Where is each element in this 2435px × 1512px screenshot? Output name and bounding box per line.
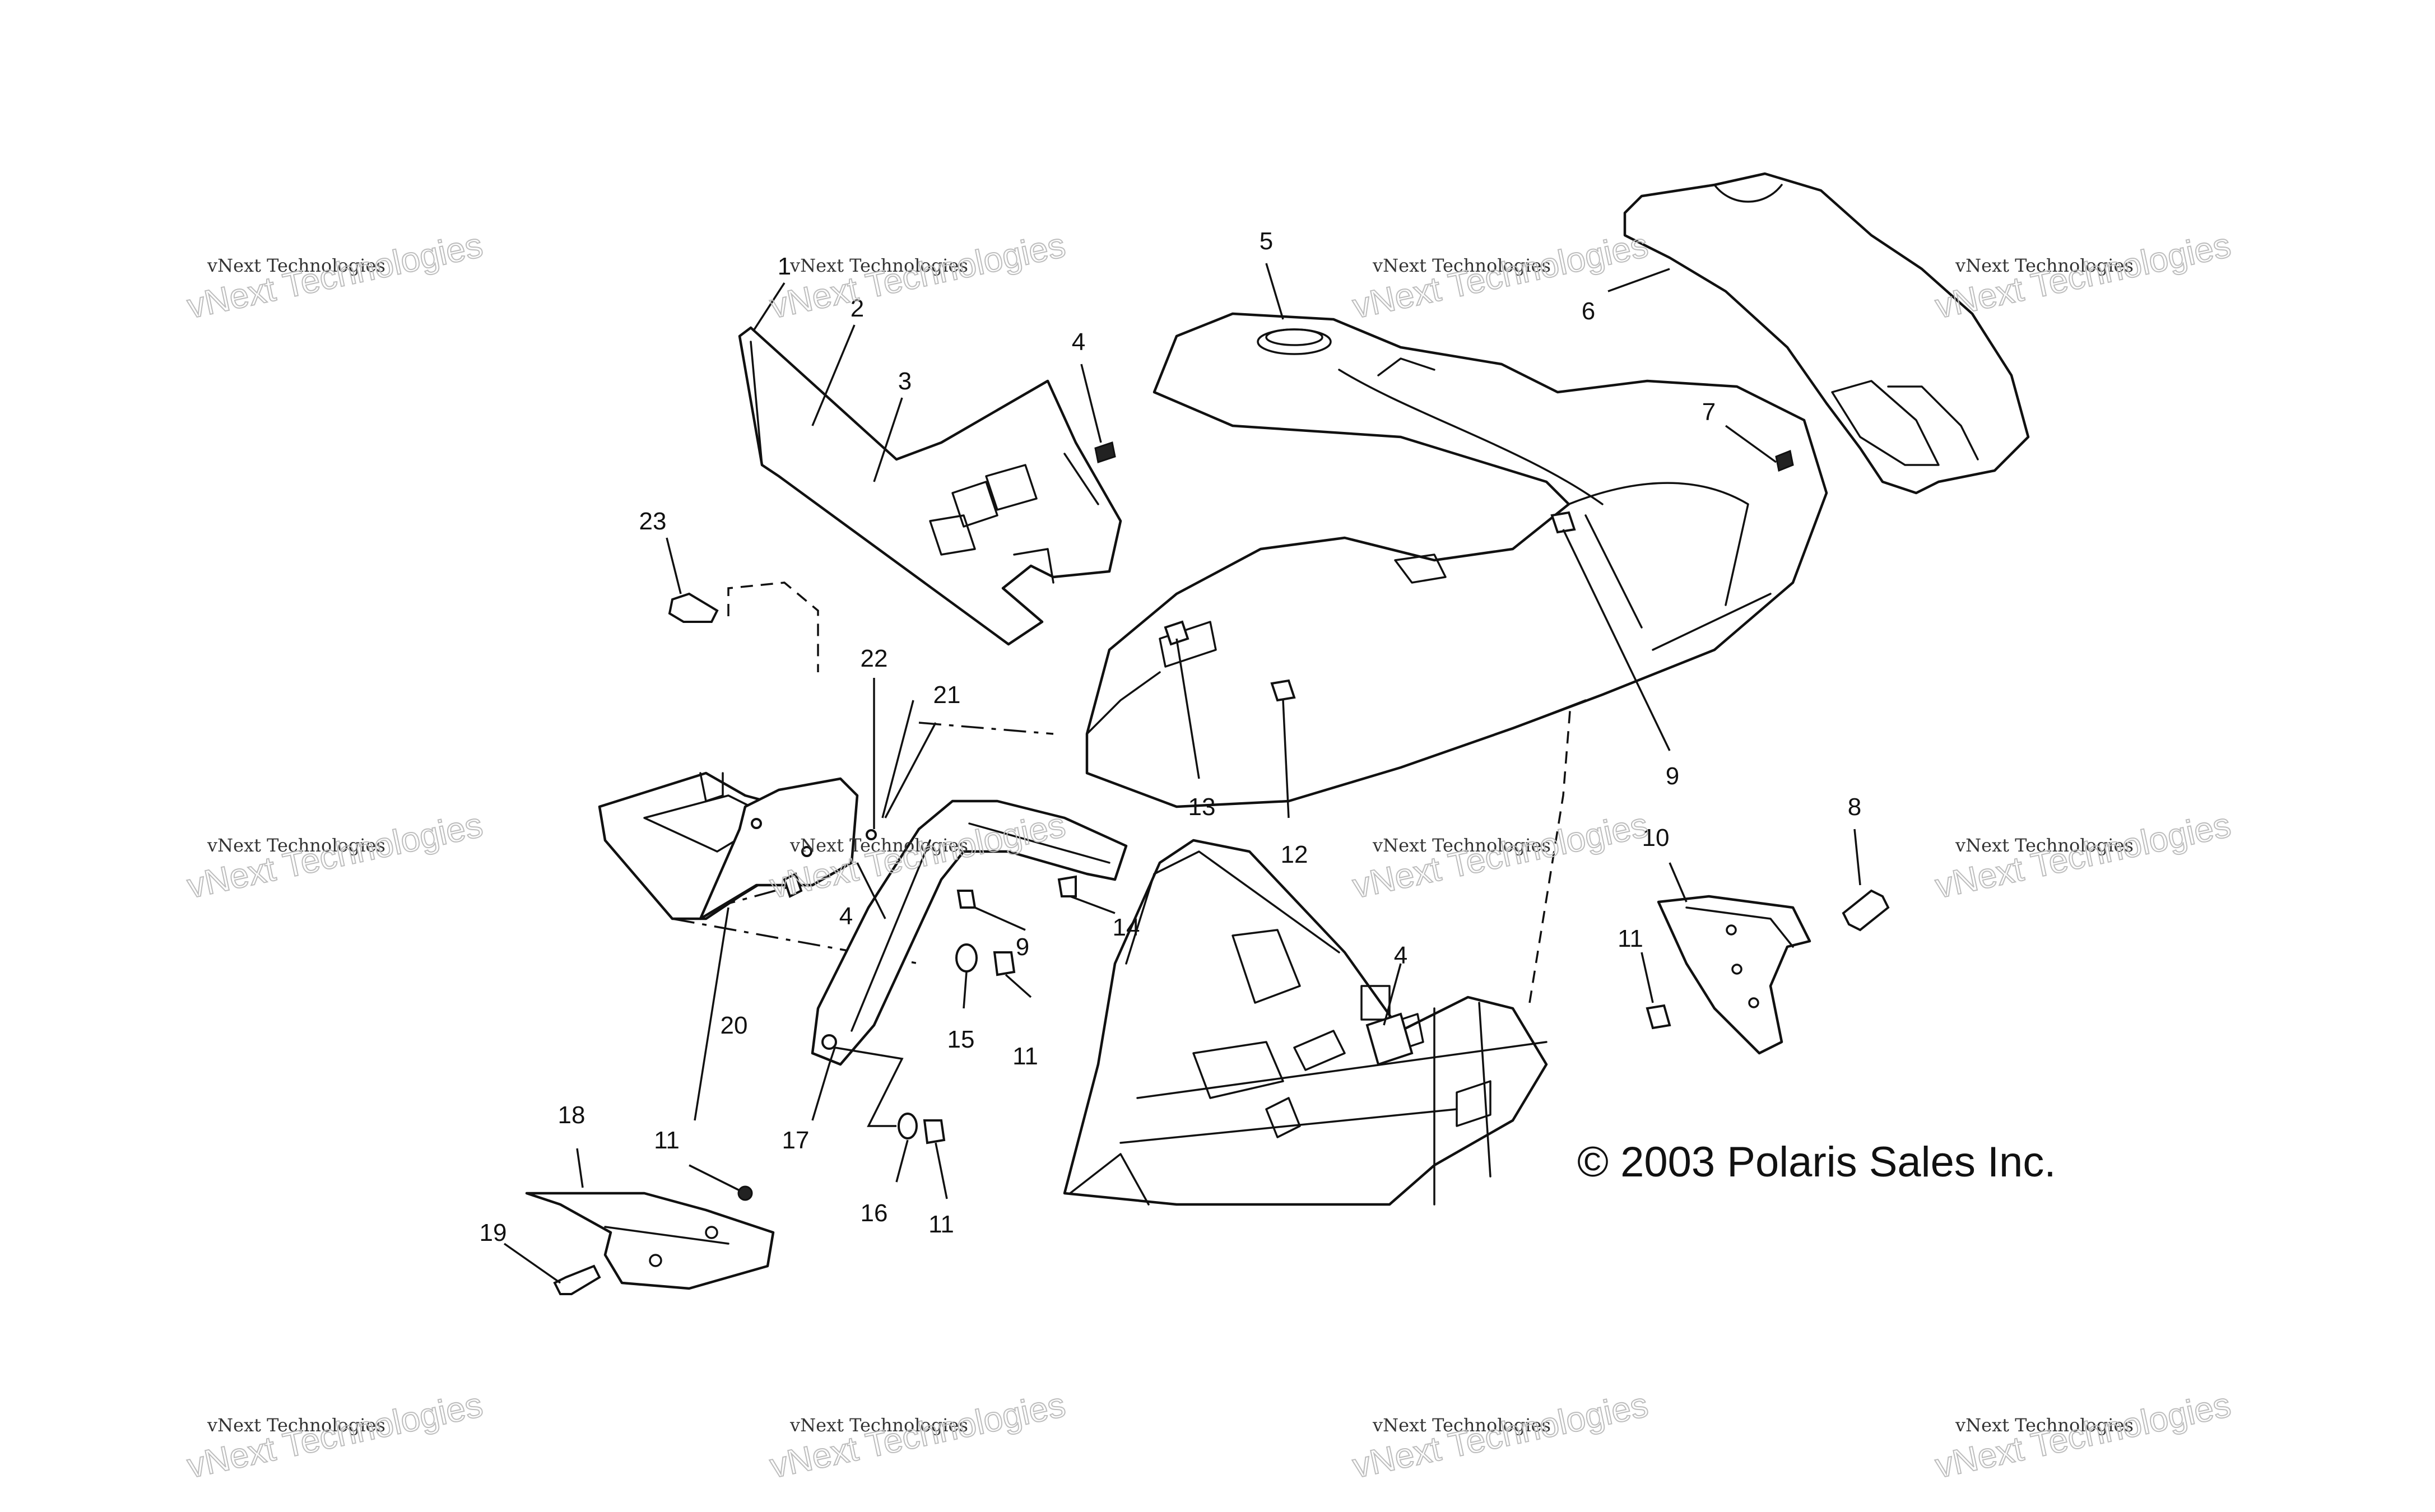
callout-16: 16: [861, 1199, 888, 1227]
part-7-clip-icon: [1775, 449, 1794, 472]
callout-7: 7: [1702, 398, 1716, 426]
watermark-9: vNext Technologies vNext Technologies: [183, 1385, 486, 1486]
callout-4-top: 4: [1072, 328, 1085, 356]
frame-assembly: [1063, 839, 1548, 1206]
callout-20: 20: [721, 1012, 748, 1039]
callout-labels: 1 2 3 4 5 6 7 8 9 10 11 12 13 14 9 15 11…: [480, 227, 1862, 1246]
callout-22: 22: [861, 645, 888, 672]
svg-text:vNext Technologies: vNext Technologies: [789, 1415, 968, 1436]
watermark-4: vNext Technologies vNext Technologies: [1931, 225, 2234, 327]
watermark-12: vNext Technologies vNext Technologies: [1931, 1385, 2234, 1486]
svg-text:vNext Technologies: vNext Technologies: [207, 835, 385, 856]
callout-21: 21: [933, 681, 961, 709]
callout-11-mid: 11: [1012, 1043, 1038, 1070]
part-18-heat-shield: [525, 1192, 775, 1290]
callout-23: 23: [639, 508, 667, 535]
callout-11-right: 11: [1618, 925, 1643, 952]
watermark-3: vNext Technologies vNext Technologies: [1349, 225, 1652, 327]
watermark-5: vNext Technologies vNext Technologies: [183, 805, 486, 906]
callout-12: 12: [1281, 841, 1308, 868]
callout-8: 8: [1848, 793, 1861, 821]
callout-1: 1: [778, 253, 791, 280]
part-5-rear-fender: [1085, 312, 1828, 808]
svg-text:vNext Technologies: vNext Technologies: [1372, 835, 1551, 856]
part-10-bracket: [1657, 895, 1811, 1055]
watermark-8: vNext Technologies vNext Technologies: [1931, 805, 2234, 906]
left-footwell-area: [598, 771, 859, 920]
callout-10: 10: [1642, 824, 1670, 852]
part-17-mud-flap: [811, 799, 1128, 1066]
part-9b-nut-icon: [956, 890, 977, 909]
part-4-clip-icon: [1094, 441, 1116, 463]
part-22-rivet-icon: [866, 829, 877, 840]
callout-2: 2: [851, 295, 864, 322]
callout-5: 5: [1260, 227, 1273, 255]
callout-17: 17: [782, 1127, 810, 1154]
part-8-bolt-icon: [1842, 889, 1890, 932]
callout-6: 6: [1582, 297, 1595, 325]
svg-text:vNext Technologies: vNext Technologies: [789, 835, 968, 856]
part-23-bolt-icon: [668, 592, 719, 623]
callout-9-right: 9: [1666, 762, 1679, 790]
hardware: [553, 441, 1890, 1295]
svg-text:vNext Technologies: vNext Technologies: [1372, 255, 1551, 276]
callout-18: 18: [558, 1101, 585, 1129]
part-13-nut-icon: [1164, 620, 1189, 646]
part-6-rack-cover: [1623, 172, 2030, 495]
callout-9-left: 9: [1016, 933, 1029, 961]
callout-19: 19: [480, 1219, 507, 1246]
part-11d-nut-icon: [1646, 1004, 1671, 1030]
watermark-11: vNext Technologies vNext Technologies: [1349, 1385, 1652, 1486]
callout-11-low: 11: [928, 1211, 954, 1238]
part-19-screw-icon: [553, 1264, 601, 1295]
part-11b-nut-icon: [923, 1119, 946, 1145]
svg-text:vNext Technologies: vNext Technologies: [1372, 1415, 1551, 1436]
part-11c-nut-icon: [737, 1185, 753, 1201]
svg-text:vNext Technologies: vNext Technologies: [1955, 255, 2134, 276]
svg-text:vNext Technologies: vNext Technologies: [789, 255, 968, 276]
part-11-nut-icon: [993, 951, 1016, 976]
part-4b-bracket-icon: [1365, 1012, 1414, 1066]
part-16-washer-icon: [898, 1113, 918, 1139]
part-14-clip-icon: [1057, 875, 1077, 897]
leader-lines: [503, 263, 1861, 1284]
callout-15: 15: [947, 1026, 975, 1053]
part-3-side-panel: [738, 326, 1122, 646]
svg-text:vNext Technologies: vNext Technologies: [1955, 835, 2134, 856]
part-15-washer-icon: [955, 943, 978, 973]
callout-13: 13: [1188, 793, 1216, 821]
part-12-nut-icon: [1270, 679, 1296, 702]
callout-11-shield: 11: [654, 1127, 680, 1154]
callout-4-mid: 4: [839, 902, 853, 930]
svg-text:vNext Technologies: vNext Technologies: [207, 255, 385, 276]
watermark-1: vNext Technologies vNext Technologies: [183, 225, 486, 327]
callout-4-low: 4: [1394, 942, 1407, 969]
watermark-7: vNext Technologies vNext Technologies: [1349, 805, 1652, 906]
svg-text:vNext Technologies: vNext Technologies: [1955, 1415, 2134, 1436]
part-9-nut-icon: [1550, 511, 1576, 534]
watermark-10: vNext Technologies vNext Technologies: [766, 1385, 1069, 1486]
part-20-screw-icon: [783, 872, 803, 898]
callout-3: 3: [898, 367, 912, 395]
watermark-2: vNext Technologies vNext Technologies: [766, 225, 1069, 327]
svg-text:vNext Technologies: vNext Technologies: [207, 1415, 385, 1436]
callout-14: 14: [1113, 914, 1140, 941]
copyright-notice: © 2003 Polaris Sales Inc.: [1577, 1138, 2056, 1186]
